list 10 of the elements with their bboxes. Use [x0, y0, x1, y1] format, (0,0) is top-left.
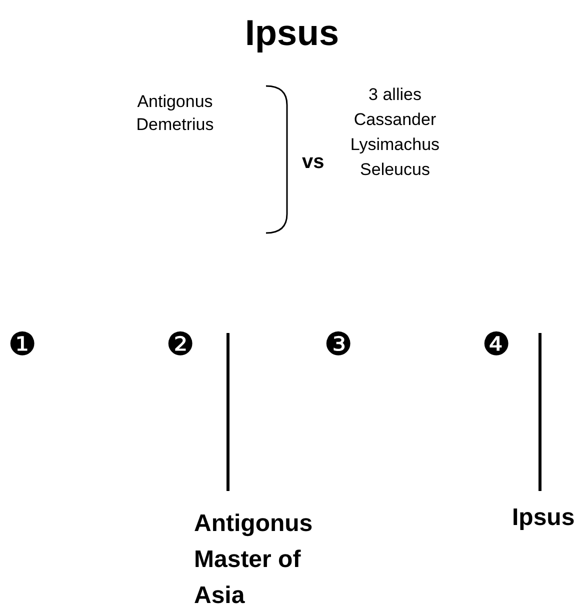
step-number: ❶: [8, 326, 37, 362]
step-number: ❹: [482, 326, 511, 362]
side-names: 3 allies Cassander Lysimachus Seleucus: [349, 84, 441, 181]
step-number: ❸: [324, 326, 353, 362]
event-label: Ipsus: [512, 503, 575, 533]
versus-label: vs: [302, 151, 324, 174]
event-label: Antigonus Master of Asia: [194, 509, 314, 609]
step-number: ❷: [166, 326, 195, 362]
title: Ipsus: [244, 12, 340, 54]
side-names: Antigonus Demetrius: [135, 91, 215, 136]
